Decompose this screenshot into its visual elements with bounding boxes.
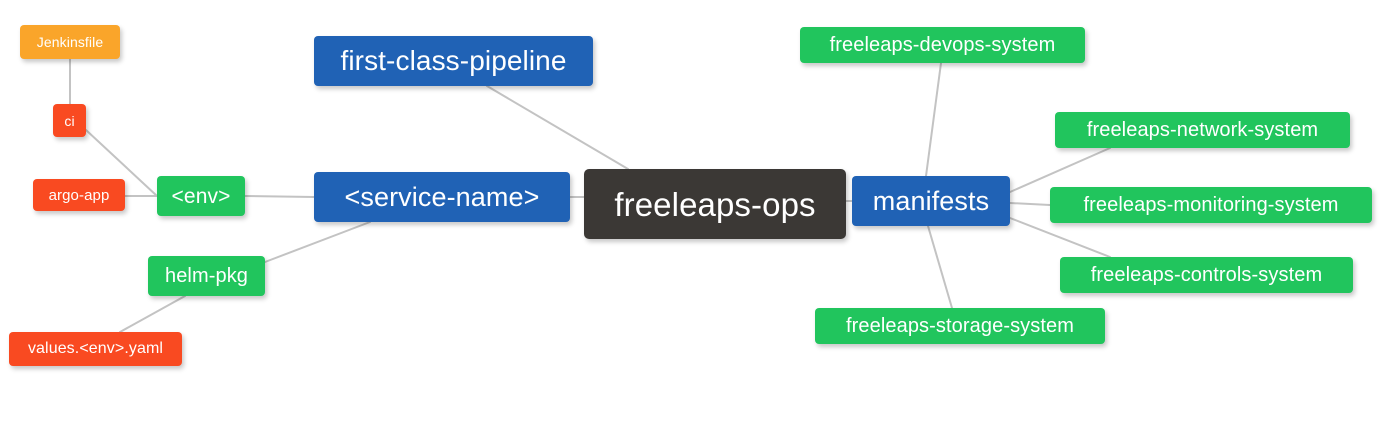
mindmap-node-freeleaps-monitoring-system[interactable]: freeleaps-monitoring-system (1050, 187, 1372, 223)
mindmap-node-manifests[interactable]: manifests (852, 176, 1010, 226)
node-label: first-class-pipeline (340, 45, 567, 76)
mindmap-node-freeleaps-storage-system[interactable]: freeleaps-storage-system (815, 308, 1105, 344)
node-label: freeleaps-ops (614, 185, 816, 223)
mindmap-node-argo-app[interactable]: argo-app (33, 179, 125, 211)
node-label: manifests (872, 185, 990, 216)
mindmap-node-env[interactable]: <env> (157, 176, 245, 216)
mindmap-node-values-env-yaml[interactable]: values.<env>.yaml (9, 332, 182, 366)
mindmap-node-freeleaps-ops[interactable]: freeleaps-ops (584, 169, 846, 239)
edge-env-to-service-name (244, 195, 315, 198)
mindmap-node-jenkinsfile[interactable]: Jenkinsfile (20, 25, 120, 59)
mindmap-node-freeleaps-network-system[interactable]: freeleaps-network-system (1055, 112, 1350, 148)
node-label: <env> (171, 184, 231, 208)
node-label: ci (64, 112, 75, 129)
edge-helm-pkg-to-service-name (264, 221, 371, 263)
mindmap-node-first-class-pipeline[interactable]: first-class-pipeline (314, 36, 593, 86)
edge-first-class-pipeline-to-freeleaps-ops (486, 85, 629, 170)
node-label: freeleaps-monitoring-system (1083, 194, 1339, 216)
node-label: <service-name> (344, 181, 540, 212)
mindmap-node-ci[interactable]: ci (53, 104, 86, 137)
mindmap-node-freeleaps-controls-system[interactable]: freeleaps-controls-system (1060, 257, 1353, 293)
edge-manifests-to-freeleaps-monitoring-system (1009, 202, 1051, 206)
edge-values-env-yaml-to-helm-pkg (119, 295, 186, 333)
mindmap-node-service-name[interactable]: <service-name> (314, 172, 570, 222)
node-label: freeleaps-devops-system (829, 34, 1056, 56)
node-label: values.<env>.yaml (27, 340, 164, 357)
node-label: helm-pkg (164, 265, 249, 287)
node-label: freeleaps-controls-system (1090, 264, 1323, 286)
edge-manifests-to-freeleaps-devops-system (925, 62, 942, 177)
mindmap-node-helm-pkg[interactable]: helm-pkg (148, 256, 265, 296)
edge-manifests-to-freeleaps-network-system (1009, 147, 1111, 193)
node-label: argo-app (48, 186, 110, 204)
node-label: freeleaps-storage-system (845, 315, 1075, 337)
node-label: Jenkinsfile (36, 34, 104, 50)
edge-manifests-to-freeleaps-storage-system (927, 225, 953, 309)
edge-manifests-to-freeleaps-controls-system (1009, 217, 1111, 258)
node-label: freeleaps-network-system (1086, 119, 1319, 141)
mindmap-node-freeleaps-devops-system[interactable]: freeleaps-devops-system (800, 27, 1085, 63)
